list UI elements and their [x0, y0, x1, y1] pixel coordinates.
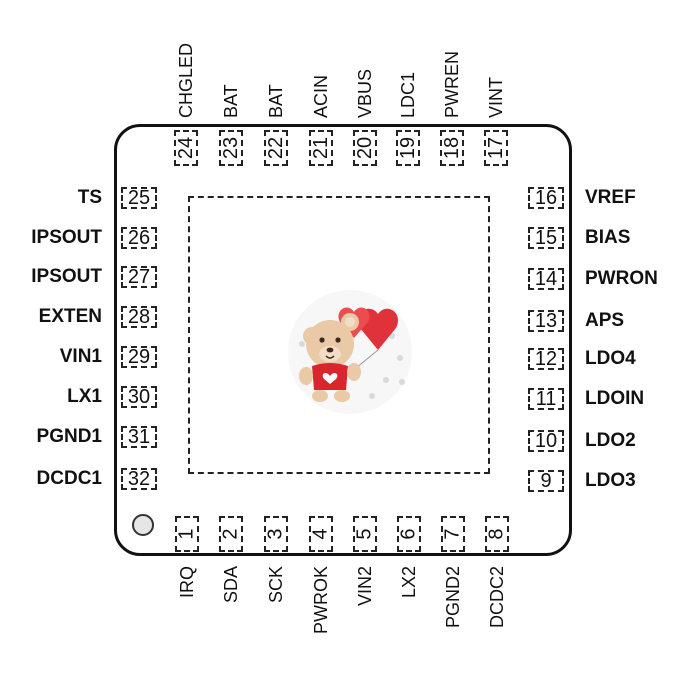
pin-label: VIN1: [59, 346, 102, 367]
pin-label: IRQ: [177, 566, 197, 599]
pin-label: TS: [77, 187, 102, 208]
pin-pad: 4: [309, 516, 333, 552]
pin-number: 17: [485, 136, 507, 160]
pin-pad: 15: [528, 227, 564, 249]
pin-label: LDO4: [585, 348, 636, 369]
pin-number: 1: [176, 528, 198, 540]
pin-label: BAT: [221, 84, 241, 118]
pin-label: EXTEN: [38, 306, 102, 327]
pin-label: PWREN: [442, 51, 462, 118]
pin-pad: 8: [485, 516, 509, 552]
pin-number: 18: [441, 136, 463, 160]
pin-label: SCK: [266, 566, 286, 604]
pin1-indicator-dot: [132, 514, 154, 536]
pin-label: PWROK: [311, 566, 331, 635]
pin-number: 4: [310, 528, 332, 540]
pin-pad: 21: [309, 130, 333, 166]
pin-pad: 28: [121, 306, 157, 328]
pin-pad: 17: [484, 130, 508, 166]
pin-pad: 32: [121, 468, 157, 490]
pin-label: VBUS: [355, 68, 375, 118]
pin-label: LDO2: [585, 430, 636, 451]
pin-label: CHGLED: [176, 42, 196, 118]
pin-number: 19: [397, 136, 419, 160]
pin-pad: 12: [528, 348, 564, 370]
pin-pad: 29: [121, 346, 157, 368]
pin-label: SDA: [221, 566, 241, 604]
pin-label: PGND1: [36, 426, 102, 447]
pin-pad: 2: [219, 516, 243, 552]
pin-number: 2: [220, 528, 242, 540]
pin-label: PGND2: [443, 566, 463, 629]
pin-pad: 3: [264, 516, 288, 552]
pin-pad: 31: [121, 426, 157, 448]
pin-number: 20: [354, 136, 376, 160]
pin-pad: 10: [528, 430, 564, 452]
pin-number: 6: [398, 528, 420, 540]
pin-pad: 1: [175, 516, 199, 552]
pin-pad: 27: [121, 266, 157, 288]
pin-label: LX1: [67, 386, 102, 407]
pin-pad: 30: [121, 386, 157, 408]
pin-pad: 13: [528, 310, 564, 332]
pin-number: 7: [442, 528, 464, 540]
pin-label: DCDC1: [36, 468, 102, 489]
pin-pad: 26: [121, 227, 157, 249]
pin-number: 23: [220, 136, 242, 160]
pin-number: 21: [310, 136, 332, 160]
pin-label: ACIN: [311, 74, 331, 118]
pin-pad: 19: [396, 130, 420, 166]
pin-pad: 6: [397, 516, 421, 552]
pin-pad: 23: [219, 130, 243, 166]
pin-number: 22: [265, 136, 287, 160]
pin-label: BIAS: [585, 227, 631, 248]
pin-pad: 9: [528, 470, 564, 492]
pin-label: VIN2: [355, 566, 375, 607]
pin-number: 8: [486, 528, 508, 540]
pin-label: IPSOUT: [31, 266, 102, 287]
pin-label: LDO3: [585, 470, 636, 491]
pin-label: IPSOUT: [31, 227, 102, 248]
exposed-pad-outline: [188, 196, 490, 474]
pin-label: APS: [585, 310, 625, 331]
pin-pad: 25: [121, 187, 157, 209]
pin-pad: 20: [353, 130, 377, 166]
pin-label: BAT: [266, 84, 286, 118]
pin-label: LDC1: [398, 71, 418, 118]
pin-pad: 11: [528, 388, 564, 410]
pin-label: PWRON: [585, 268, 658, 289]
pin-label: LDOIN: [585, 388, 645, 409]
pin-pad: 7: [441, 516, 465, 552]
pin-label: DCDC2: [487, 566, 507, 629]
pin-label: LX2: [399, 566, 419, 599]
pin-number: 24: [175, 136, 197, 160]
pin-number: 5: [354, 528, 376, 540]
teddy-bear-logo-icon: [288, 290, 412, 414]
pin-pad: 22: [264, 130, 288, 166]
pin-label: VREF: [585, 187, 636, 208]
pin-pad: 5: [353, 516, 377, 552]
pin-label: VINT: [486, 76, 506, 118]
pin-pad: 16: [528, 187, 564, 209]
pin-number: 3: [265, 528, 287, 540]
pin-pad: 24: [174, 130, 198, 166]
pin-pad: 14: [528, 268, 564, 290]
pin-pad: 18: [440, 130, 464, 166]
